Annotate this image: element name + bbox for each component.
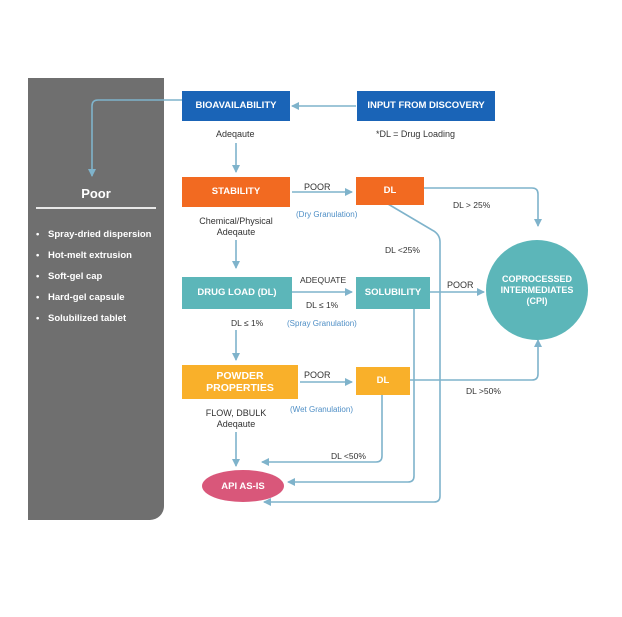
drug-load-box: DRUG LOAD (DL) <box>182 277 292 309</box>
label-chemical-physical-line1: Chemical/Physical <box>199 216 273 226</box>
label-dl-le1-b: DL ≤ 1% <box>231 318 264 328</box>
panel-divider <box>36 207 156 209</box>
label-dl-lt25: DL <25% <box>385 245 420 255</box>
label-flow: FLOW, DBULK Adeqaute <box>196 408 276 430</box>
label-adequate-1: Adeqaute <box>216 129 255 139</box>
panel-item: Hot-melt extrusion <box>36 249 162 262</box>
label-flow-line2: Adeqaute <box>216 419 256 429</box>
label-dl-lt50: DL <50% <box>331 451 366 461</box>
label-dl-gt50: DL >50% <box>466 386 501 396</box>
cpi-label: COPROCESSED INTERMEDIATES (CPI) <box>500 273 574 306</box>
stability-box: STABILITY <box>182 177 290 207</box>
arrow-dl-to-cpi <box>424 187 542 227</box>
panel-title: Poor <box>81 186 111 201</box>
poor-panel: Poor Spray-dried dispersion Hot-melt ext… <box>28 78 164 520</box>
cpi-circle: COPROCESSED INTERMEDIATES (CPI) <box>486 240 588 340</box>
panel-item: Soft-gel cap <box>36 270 162 283</box>
powder-properties-box: POWDER PROPERTIES <box>182 365 298 399</box>
dl-wet-box: DL <box>356 367 410 395</box>
panel-item: Solubilized tablet <box>36 312 162 325</box>
note-wet-granulation: (Wet Granulation) <box>290 405 353 414</box>
label-chemical-physical-line2: Adeqaute <box>216 227 256 237</box>
arrow-bioavailability-to-panel <box>88 99 182 177</box>
label-flow-line1: FLOW, DBULK <box>205 408 267 418</box>
arrow-dl2-to-api <box>261 394 383 466</box>
dl-dry-box: DL <box>356 177 424 205</box>
arrow-dl1-to-api <box>263 203 441 506</box>
arrow-dl2-to-cpi <box>410 339 542 381</box>
arrow-solubility-to-api <box>287 308 415 486</box>
label-poor-3: POOR <box>304 370 331 380</box>
panel-list: Spray-dried dispersion Hot-melt extrusio… <box>36 228 162 333</box>
label-poor-2: POOR <box>447 280 474 290</box>
input-from-discovery-box: INPUT FROM DISCOVERY <box>357 91 495 121</box>
label-dl-gt25: DL > 25% <box>453 200 491 210</box>
dl-footnote: *DL = Drug Loading <box>376 129 455 139</box>
solubility-box: SOLUBILITY <box>356 277 430 309</box>
panel-item: Spray-dried dispersion <box>36 228 162 241</box>
note-dry-granulation: (Dry Granulation) <box>296 210 358 219</box>
label-dl-le1-a: DL ≤ 1% <box>306 300 339 310</box>
bioavailability-box: BIOAVAILABILITY <box>182 91 290 121</box>
label-chemical-physical: Chemical/Physical Adeqaute <box>193 216 279 238</box>
note-spray-granulation: (Spray Granulation) <box>287 319 357 328</box>
api-as-is-ellipse: API AS-IS <box>202 470 284 502</box>
label-adequate-2: ADEQUATE <box>300 275 347 285</box>
label-poor-1: POOR <box>304 182 331 192</box>
panel-item: Hard-gel capsule <box>36 291 162 304</box>
